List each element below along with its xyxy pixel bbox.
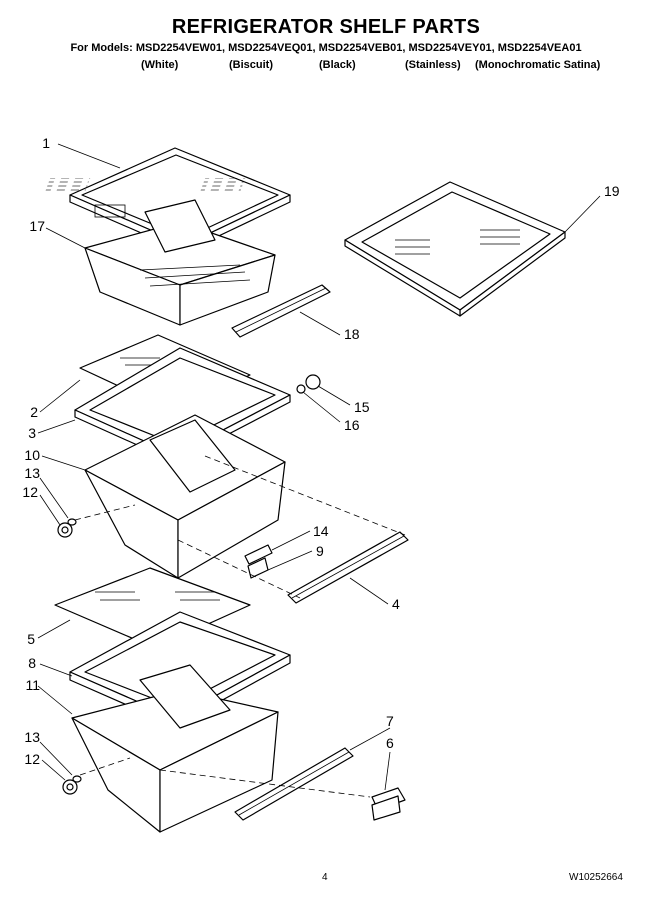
callout-9: 9 [316,543,324,559]
callout-14: 14 [313,523,329,539]
callout-13-upper: 13 [24,465,40,481]
part-12-13-fastener-lower [62,775,82,795]
part-19-glass-shelf [344,181,566,317]
page-title: REFRIGERATOR SHELF PARTS [171,16,481,38]
callout-18: 18 [344,326,360,342]
models-line: For Models: MSD2254VEW01, MSD2254VEQ01, … [70,42,582,54]
color-biscuit: (Biscuit) [229,59,273,71]
callout-3: 3 [28,425,36,441]
color-black: (Black) [319,59,356,71]
callout-5: 5 [27,631,35,647]
callout-11: 11 [25,677,40,693]
callout-10: 10 [24,447,40,463]
callout-13-lower: 13 [24,729,40,745]
page-number: 4 [322,872,328,883]
callout-16: 16 [344,417,360,433]
callout-17: 17 [29,218,45,234]
callout-8: 8 [28,655,36,671]
part-6-clip [371,787,406,821]
callout-19: 19 [604,183,620,199]
callout-6: 6 [386,735,394,751]
callout-1: 1 [42,135,50,151]
part-12-13-fastener-upper [57,518,77,538]
part-17-pan [84,199,276,326]
callout-12-lower: 12 [24,751,40,767]
color-stainless: (Stainless) [405,59,461,71]
callout-15: 15 [354,399,370,415]
part-11-drawer [71,664,279,833]
part-18-rail [231,284,331,338]
part-14-9-clip [244,544,273,579]
document-number: W10252664 [569,872,623,883]
part-15-16-knob [296,374,321,394]
part-5-glass [54,567,251,649]
callout-4: 4 [392,596,400,612]
callout-7: 7 [386,713,394,729]
callout-12-upper: 12 [22,484,38,500]
part-4-rail [287,531,409,604]
color-monochromatic-satina: (Monochromatic Satina) [475,59,601,71]
part-10-drawer [84,414,286,579]
part-7-rail [234,747,354,821]
callout-2: 2 [30,404,38,420]
color-white: (White) [141,59,179,71]
